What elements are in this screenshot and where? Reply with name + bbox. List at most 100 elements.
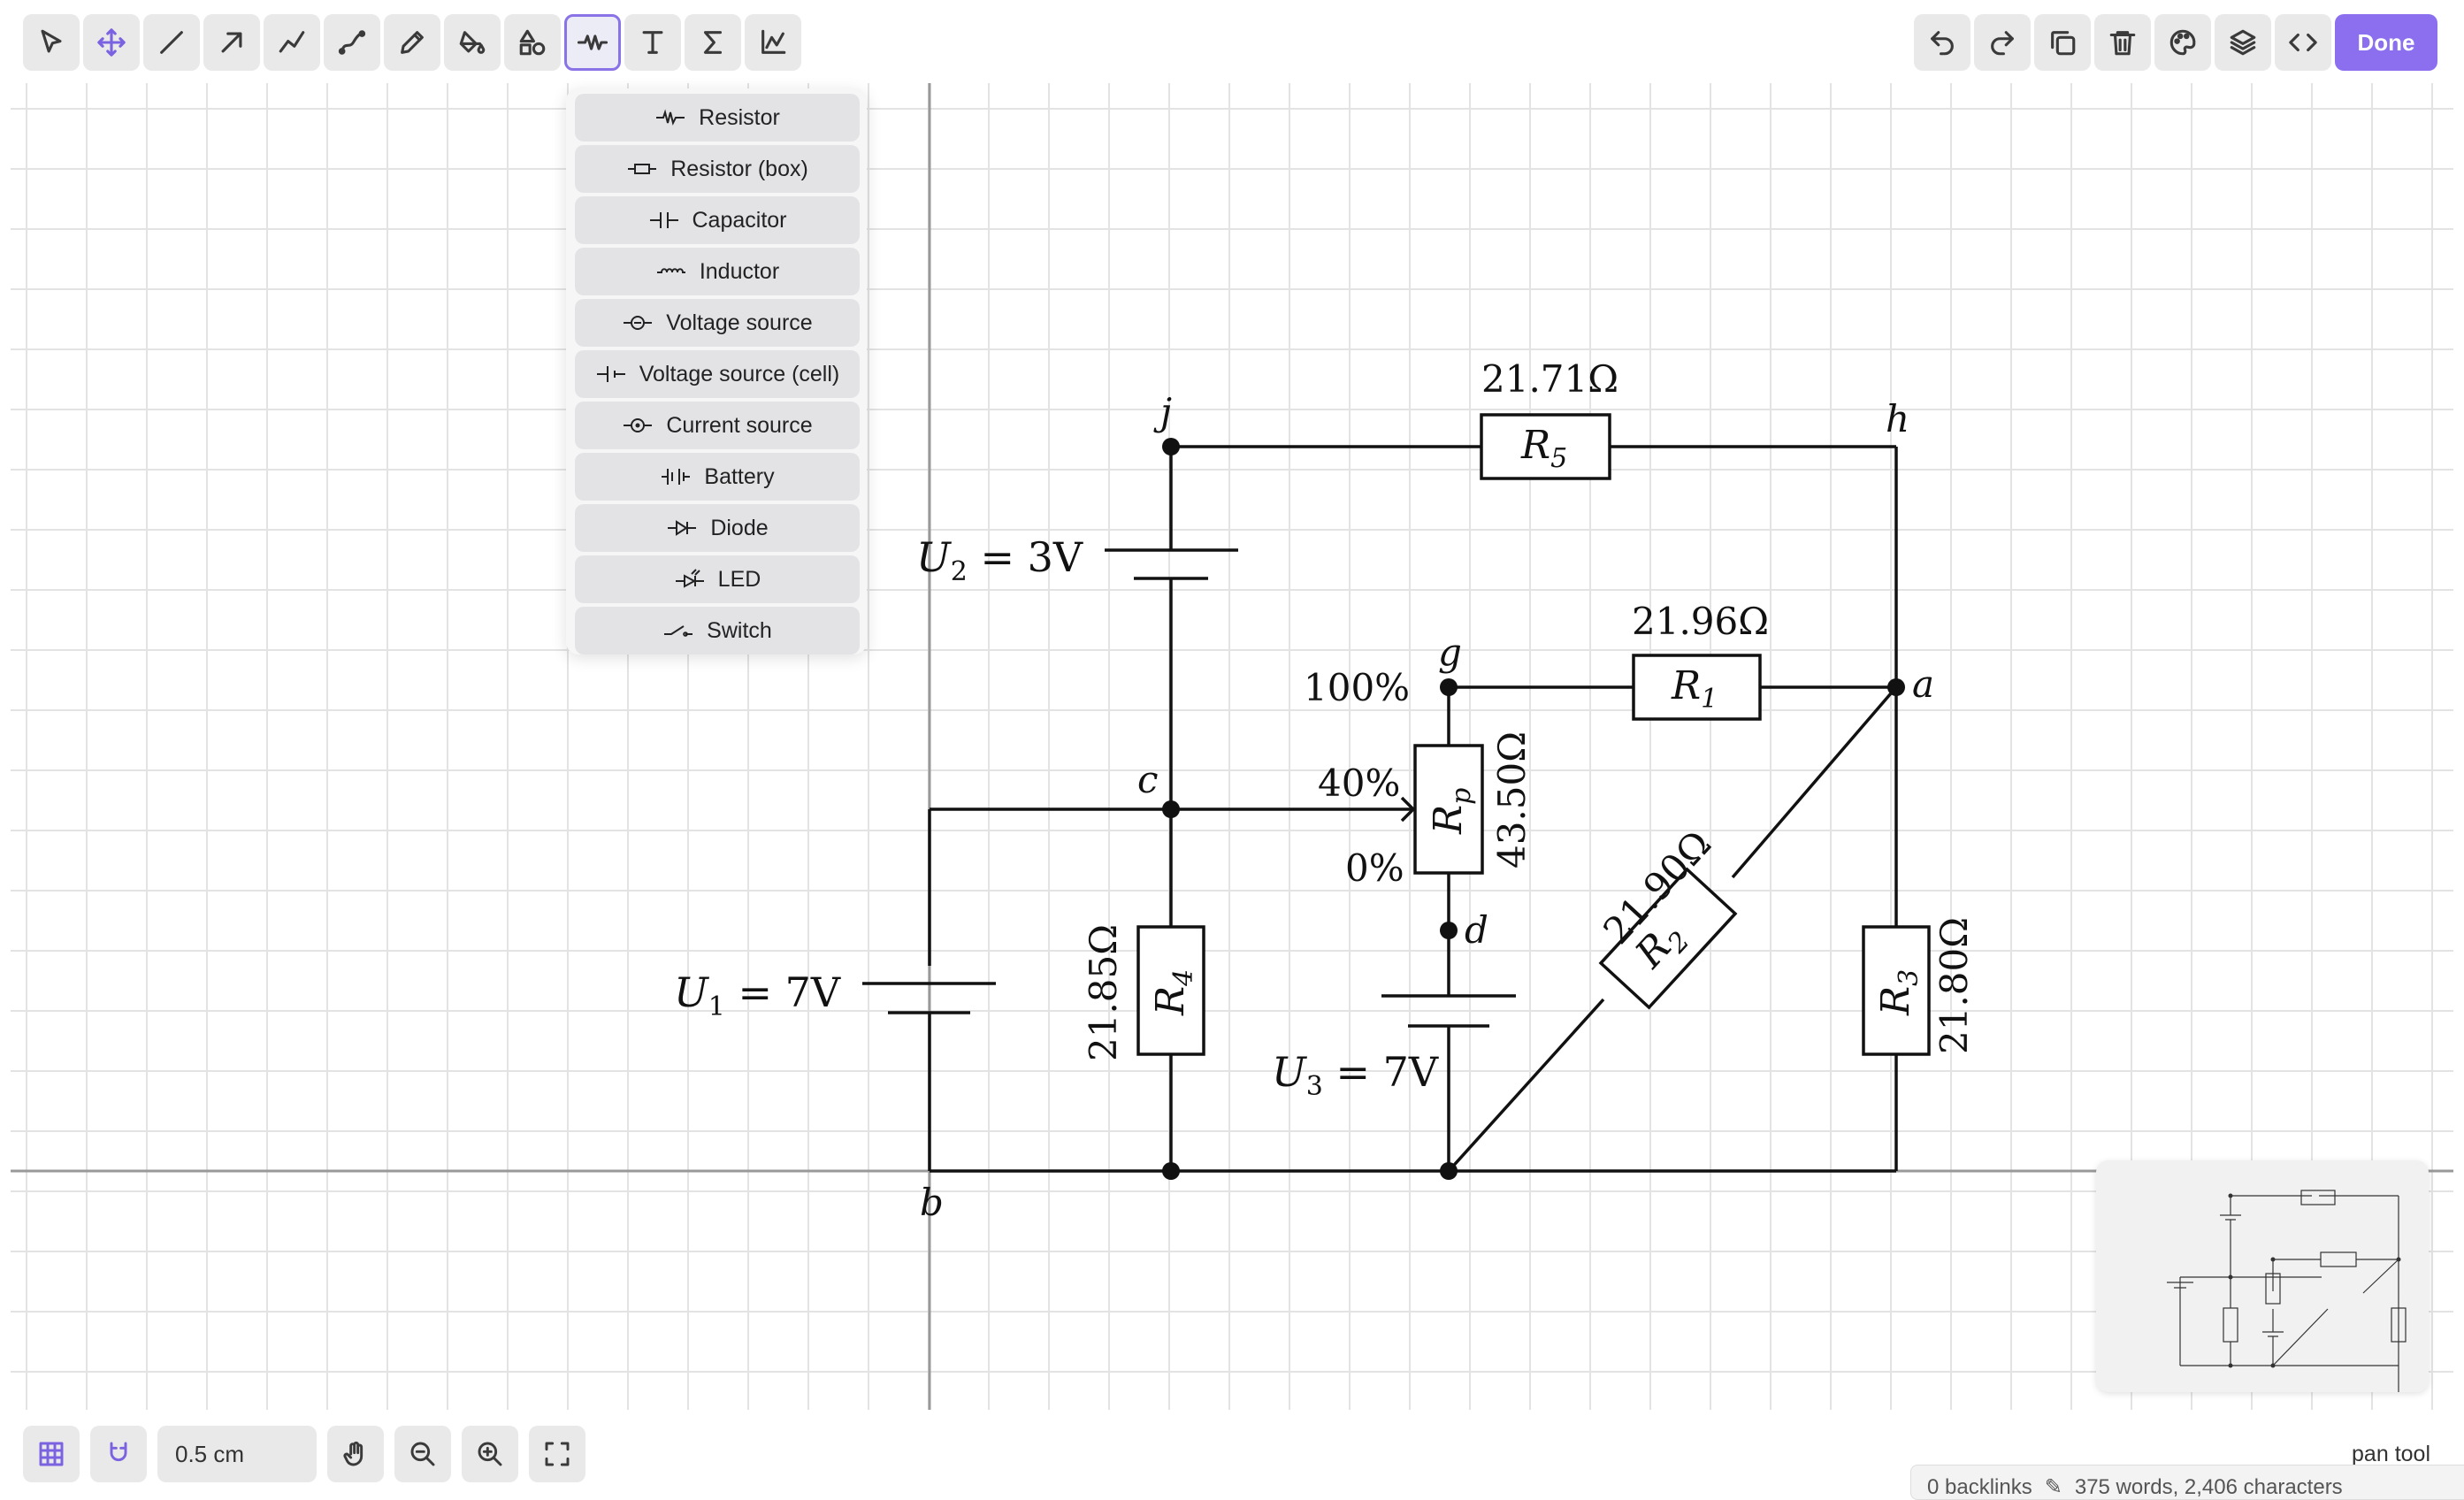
inductor-icon bbox=[656, 268, 685, 273]
redo-icon bbox=[1991, 31, 2014, 56]
cell-icon bbox=[596, 366, 625, 382]
minimap-preview bbox=[2167, 1190, 2407, 1392]
zoom-out-button[interactable] bbox=[394, 1426, 451, 1482]
trash-icon bbox=[2109, 31, 2136, 56]
shapes-icon bbox=[519, 29, 546, 56]
drawing-canvas[interactable]: j h g a c d b R5 R1 Rp R4 R3 R2 bbox=[11, 83, 2453, 1410]
sigma-icon bbox=[703, 31, 723, 54]
label-U2: U2 = 3V bbox=[916, 533, 1083, 587]
shapes-tool-button[interactable] bbox=[504, 14, 561, 71]
zoom-in-button[interactable] bbox=[462, 1426, 518, 1482]
label-R5: R5 bbox=[1520, 423, 1567, 474]
resistor-R5 bbox=[1480, 413, 1611, 480]
chart-tool-button[interactable] bbox=[745, 14, 801, 71]
minimap[interactable] bbox=[2096, 1160, 2429, 1392]
select-tool-button[interactable] bbox=[23, 14, 80, 71]
battery-icon bbox=[662, 469, 691, 485]
delete-button[interactable] bbox=[2094, 14, 2151, 71]
node-label-b: b bbox=[920, 1181, 944, 1224]
value-R3: 21.80Ω bbox=[1932, 917, 1976, 1054]
snap-toggle-button[interactable] bbox=[90, 1426, 147, 1482]
menu-item-battery[interactable]: Battery bbox=[575, 453, 860, 501]
pencil-tool-button[interactable] bbox=[384, 14, 440, 71]
zoom-out-icon bbox=[410, 1442, 435, 1466]
node-label-j: j bbox=[1153, 390, 1172, 433]
menu-item-led[interactable]: LED bbox=[575, 555, 860, 603]
circuit-wires bbox=[928, 445, 1898, 1173]
arrow-icon bbox=[221, 32, 242, 53]
menu-item-capacitor[interactable]: Capacitor bbox=[575, 196, 860, 244]
action-toolbar: Done bbox=[1914, 14, 2437, 71]
wiper-mid-label: 40% bbox=[1318, 761, 1400, 805]
cursor-icon bbox=[41, 29, 62, 53]
resistor-Rp bbox=[1413, 744, 1484, 875]
current-source-icon bbox=[624, 418, 653, 432]
resistor-R4 bbox=[1136, 925, 1205, 1056]
wiper-top-label: 100% bbox=[1304, 666, 1410, 709]
undo-button[interactable] bbox=[1914, 14, 1970, 71]
menu-item-resistor-box[interactable]: Resistor (box) bbox=[575, 145, 860, 193]
code-icon bbox=[2289, 33, 2317, 52]
fill-bucket-icon bbox=[459, 31, 486, 54]
text-tool-button[interactable] bbox=[624, 14, 681, 71]
math-tool-button[interactable] bbox=[685, 14, 741, 71]
circuit-diagram: j h g a c d b R5 R1 Rp R4 R3 R2 bbox=[11, 83, 2453, 1410]
layers-icon bbox=[2230, 29, 2256, 56]
curve-tool-button[interactable] bbox=[324, 14, 380, 71]
wiper-bottom-label: 0% bbox=[1345, 846, 1404, 890]
pan-button[interactable] bbox=[327, 1426, 384, 1482]
fill-tool-button[interactable] bbox=[444, 14, 501, 71]
curve-icon bbox=[338, 30, 366, 55]
node-label-h: h bbox=[1886, 397, 1909, 440]
capacitor-icon bbox=[649, 212, 678, 228]
note-status-bar: 0 backlinks✎375 words, 2,406 characters bbox=[1910, 1465, 2464, 1500]
pencil-icon bbox=[401, 31, 424, 54]
grid-icon bbox=[39, 1442, 64, 1466]
led-icon bbox=[675, 569, 704, 588]
hand-icon bbox=[343, 1441, 363, 1466]
redo-button[interactable] bbox=[1974, 14, 2031, 71]
menu-item-current-source[interactable]: Current source bbox=[575, 402, 860, 449]
code-button[interactable] bbox=[2275, 14, 2331, 71]
diode-icon bbox=[668, 520, 697, 536]
menu-item-resistor[interactable]: Resistor bbox=[575, 94, 860, 142]
label-R3: R3 bbox=[1873, 969, 1925, 1016]
grid-scale-field[interactable]: 0.5 cm bbox=[157, 1426, 317, 1482]
palette-icon bbox=[2169, 29, 2196, 56]
menu-item-switch[interactable]: Switch bbox=[575, 607, 860, 654]
value-R1: 21.96Ω bbox=[1632, 600, 1769, 643]
switch-icon bbox=[664, 625, 693, 637]
fullscreen-button[interactable] bbox=[529, 1426, 585, 1482]
node-label-c: c bbox=[1137, 758, 1159, 801]
circuit-tool-button[interactable] bbox=[564, 14, 621, 71]
resistor-icon bbox=[656, 109, 685, 126]
zoom-in-icon bbox=[478, 1442, 502, 1466]
line-tool-button[interactable] bbox=[143, 14, 200, 71]
magnet-icon bbox=[110, 1442, 127, 1462]
polyline-tool-button[interactable] bbox=[264, 14, 320, 71]
move-icon bbox=[97, 28, 126, 57]
color-button[interactable] bbox=[2154, 14, 2211, 71]
label-U3: U3 = 7V bbox=[1272, 1048, 1439, 1102]
resistor-R3 bbox=[1862, 925, 1931, 1056]
done-button[interactable]: Done bbox=[2335, 14, 2437, 71]
node-dots bbox=[1162, 438, 1905, 1180]
battery-symbols bbox=[862, 548, 1516, 1028]
text-icon bbox=[642, 31, 663, 54]
resistor-icon bbox=[578, 34, 608, 50]
line-icon bbox=[160, 31, 183, 54]
label-R1: R1 bbox=[1671, 663, 1718, 715]
resistor-R1 bbox=[1632, 654, 1762, 721]
current-tool-label: pan tool bbox=[2352, 1442, 2430, 1466]
menu-item-voltage-source-cell[interactable]: Voltage source (cell) bbox=[575, 350, 860, 398]
layers-button[interactable] bbox=[2215, 14, 2271, 71]
duplicate-button[interactable] bbox=[2034, 14, 2091, 71]
menu-item-voltage-source[interactable]: Voltage source bbox=[575, 299, 860, 347]
move-tool-button[interactable] bbox=[83, 14, 140, 71]
arrow-tool-button[interactable] bbox=[203, 14, 260, 71]
grid-toggle-button[interactable] bbox=[23, 1426, 80, 1482]
resistor-boxes bbox=[1136, 413, 1931, 1056]
menu-item-diode[interactable]: Diode bbox=[575, 504, 860, 552]
fullscreen-icon bbox=[545, 1442, 570, 1466]
menu-item-inductor[interactable]: Inductor bbox=[575, 248, 860, 295]
